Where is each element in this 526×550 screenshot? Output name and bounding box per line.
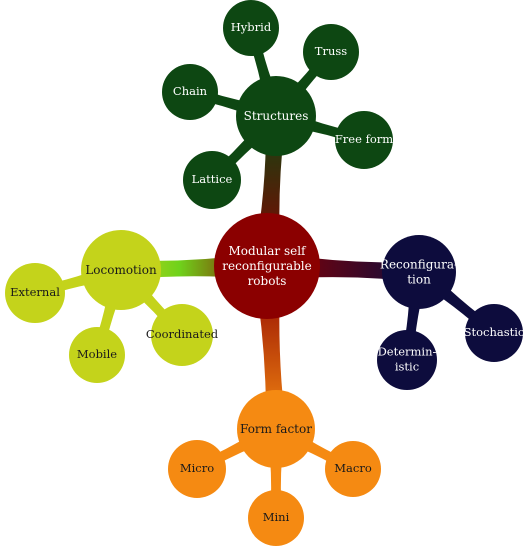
form-factor-leaf-label: Macro <box>334 461 372 475</box>
locomotion-leaf-label: External <box>10 285 60 299</box>
structures-leaf-label: Hybrid <box>231 20 272 34</box>
locomotion-leaf-circle <box>5 263 65 323</box>
branch-form-factor-circle <box>237 390 315 468</box>
locomotion-leaf-node: Mobile <box>69 327 125 383</box>
form-factor-leaf-circle <box>325 441 381 497</box>
structures-leaf-circle <box>162 64 218 120</box>
form-factor-leaf-label: Micro <box>180 461 214 475</box>
reconfiguration-leaf-circle <box>465 304 523 362</box>
structures-leaf-circle <box>303 24 359 80</box>
structures-leaf-node: Hybrid <box>223 0 279 56</box>
structures-leaf-label: Truss <box>315 44 347 58</box>
form-factor-leaf-circle <box>248 490 304 546</box>
form-factor-leaf-node: Macro <box>325 441 381 497</box>
reconfiguration-leaf-label: Stochastic <box>464 325 525 339</box>
structures-leaf-circle <box>183 151 241 209</box>
branch-locomotion-circle <box>81 230 161 310</box>
branch-reconfiguration-label: Reconfigura-tion <box>380 257 458 286</box>
locomotion-leaf-label: Mobile <box>77 347 117 361</box>
branch-locomotion-label: Locomotion <box>85 263 157 277</box>
structures-leaf-label: Free form <box>335 132 393 146</box>
branch-form-factor-label: Form factor <box>240 422 312 436</box>
reconfiguration-leaf-circle <box>377 330 437 390</box>
form-factor-leaf-node: Mini <box>248 490 304 546</box>
structures-leaf-label: Chain <box>173 84 208 98</box>
reconfiguration-leaf-node: Stochastic <box>464 304 525 362</box>
form-factor-leaf-label: Mini <box>263 510 290 524</box>
form-factor-leaf-node: Micro <box>168 440 226 498</box>
structures-leaf-node: Chain <box>162 64 218 120</box>
branch-locomotion: Locomotion <box>81 230 161 310</box>
branch-reconfiguration-circle <box>382 235 456 309</box>
locomotion-leaf-circle <box>151 304 213 366</box>
locomotion-leaf-label: Coordinated <box>146 327 219 341</box>
branch-structures-label: Structures <box>244 109 309 123</box>
locomotion-leaf-node: Coordinated <box>146 304 219 366</box>
structures-leaf-label: Lattice <box>192 172 233 186</box>
locomotion-leaf-circle <box>69 327 125 383</box>
reconfiguration-leaf-label: Determin-istic <box>378 345 437 374</box>
branch-structures-circle <box>236 76 316 156</box>
center-node-circle <box>214 213 320 319</box>
form-factor-leaf-circle <box>168 440 226 498</box>
branch-form-factor: Form factor <box>237 390 315 468</box>
structures-leaf-node: Free form <box>335 111 393 169</box>
branch-reconfiguration: Reconfigura-tion <box>380 235 458 309</box>
reconfiguration-leaf-node: Determin-istic <box>377 330 437 390</box>
structures-leaf-node: Lattice <box>183 151 241 209</box>
locomotion-leaf-node: External <box>5 263 65 323</box>
structures-leaf-circle <box>335 111 393 169</box>
branch-structures: Structures <box>236 76 316 156</box>
structures-leaf-circle <box>223 0 279 56</box>
structures-leaf-node: Truss <box>303 24 359 80</box>
